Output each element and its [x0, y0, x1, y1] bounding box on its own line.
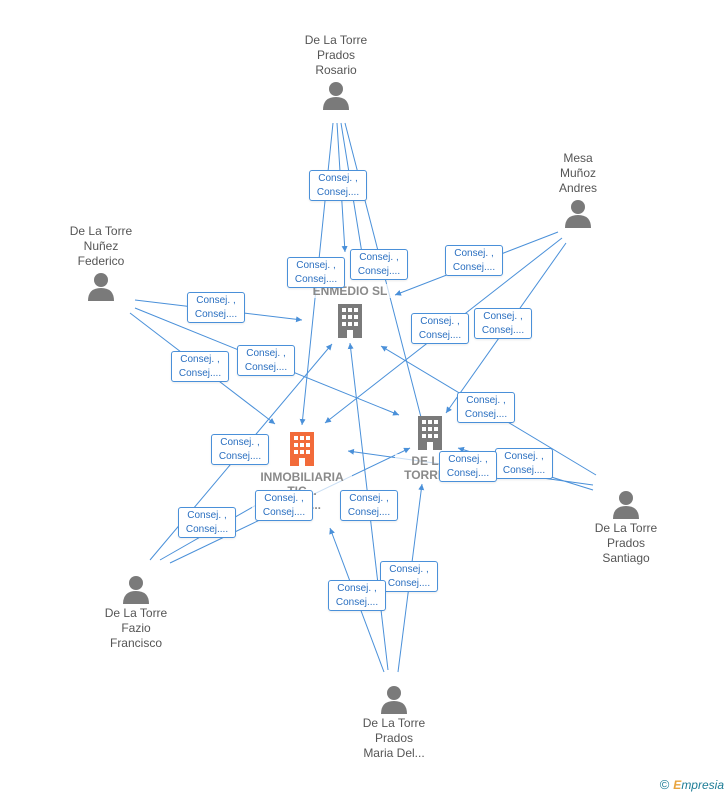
person-name: De La Torre Prados Rosario [304, 33, 368, 77]
relation-line1: Consej. , [454, 248, 494, 259]
relation-line2: Consej.... [335, 597, 379, 608]
brand-name: mpresia [681, 778, 724, 792]
person-maria[interactable]: De La Torre Prados Maria Del... [334, 682, 454, 761]
relation-line2: Consej.... [452, 262, 496, 273]
person-icon [565, 200, 591, 228]
relation-line2: Consej.... [185, 524, 229, 535]
relation-line2: Consej.... [481, 325, 525, 336]
relation-line1: Consej. , [389, 564, 429, 575]
person-icon [613, 491, 639, 519]
relation-label[interactable]: Consej. , Consej.... [171, 351, 229, 382]
relation-line1: Consej. , [483, 311, 523, 322]
relation-line1: Consej. , [337, 583, 377, 594]
relation-line1: Consej. , [187, 510, 227, 521]
relation-label[interactable]: Consej. , Consej.... [287, 257, 345, 288]
relation-line2: Consej.... [244, 362, 288, 373]
relation-line1: Consej. , [466, 395, 506, 406]
building-icon [418, 416, 442, 450]
relation-line1: Consej. , [196, 295, 236, 306]
relation-line2: Consej.... [418, 330, 462, 341]
relation-line2: Consej.... [262, 507, 306, 518]
person-mesa[interactable]: Mesa Muñoz Andres [518, 151, 638, 230]
relation-line1: Consej. , [349, 493, 389, 504]
person-icon [381, 686, 407, 714]
relation-line1: Consej. , [420, 316, 460, 327]
company-enmedio[interactable]: ENMEDIO SL [305, 284, 395, 340]
relation-line2: Consej.... [218, 451, 262, 462]
person-name: De La Torre Prados Santiago [594, 521, 658, 565]
relation-line1: Consej. , [448, 454, 488, 465]
relation-label[interactable]: Consej. , Consej.... [237, 345, 295, 376]
relation-line2: Consej.... [387, 578, 431, 589]
brand-initial: E [673, 778, 682, 792]
relation-line2: Consej.... [446, 468, 490, 479]
relation-line1: Consej. , [359, 252, 399, 263]
relation-line2: Consej.... [502, 465, 546, 476]
relation-line2: Consej.... [464, 409, 508, 420]
building-icon [290, 432, 314, 466]
person-icon [123, 576, 149, 604]
relation-label[interactable]: Consej. , Consej.... [178, 507, 236, 538]
relation-line2: Consej.... [294, 274, 338, 285]
relation-label[interactable]: Consej. , Consej.... [340, 490, 398, 521]
relation-label[interactable]: Consej. , Consej.... [350, 249, 408, 280]
relation-line2: Consej.... [316, 187, 360, 198]
brand-logo[interactable]: ©Empresia [660, 777, 724, 792]
copyright-icon: © [659, 777, 670, 792]
relation-label[interactable]: Consej. , Consej.... [439, 451, 497, 482]
relation-line2: Consej.... [194, 309, 238, 320]
relation-line1: Consej. , [318, 173, 358, 184]
relation-line1: Consej. , [180, 354, 220, 365]
person-federico[interactable]: De La Torre Nuñez Federico [41, 224, 161, 303]
relation-line2: Consej.... [357, 266, 401, 277]
relation-line1: Consej. , [264, 493, 304, 504]
relation-label[interactable]: Consej. , Consej.... [309, 170, 367, 201]
person-name: De La Torre Prados Maria Del... [362, 716, 426, 760]
person-name: De La Torre Nuñez Federico [69, 224, 133, 268]
relation-label[interactable]: Consej. , Consej.... [411, 313, 469, 344]
relation-line2: Consej.... [347, 507, 391, 518]
person-rosario[interactable]: De La Torre Prados Rosario [276, 33, 396, 112]
person-santiago[interactable]: De La Torre Prados Santiago [566, 487, 686, 566]
relation-label[interactable]: Consej. , Consej.... [474, 308, 532, 339]
person-icon [88, 273, 114, 301]
person-name: De La Torre Fazio Francisco [104, 606, 168, 650]
relation-line1: Consej. , [220, 437, 260, 448]
relation-label[interactable]: Consej. , Consej.... [211, 434, 269, 465]
relation-line1: Consej. , [504, 451, 544, 462]
relation-label[interactable]: Consej. , Consej.... [255, 490, 313, 521]
relation-line1: Consej. , [296, 260, 336, 271]
relation-label[interactable]: Consej. , Consej.... [380, 561, 438, 592]
building-icon [338, 304, 362, 338]
relation-label[interactable]: Consej. , Consej.... [495, 448, 553, 479]
relation-label[interactable]: Consej. , Consej.... [457, 392, 515, 423]
relation-label[interactable]: Consej. , Consej.... [187, 292, 245, 323]
person-name: Mesa Muñoz Andres [558, 151, 598, 195]
relation-label[interactable]: Consej. , Consej.... [328, 580, 386, 611]
relation-line1: Consej. , [246, 348, 286, 359]
relation-label[interactable]: Consej. , Consej.... [445, 245, 503, 276]
person-icon [323, 82, 349, 110]
relation-line2: Consej.... [178, 368, 222, 379]
person-fazio[interactable]: De La Torre Fazio Francisco [76, 572, 196, 651]
